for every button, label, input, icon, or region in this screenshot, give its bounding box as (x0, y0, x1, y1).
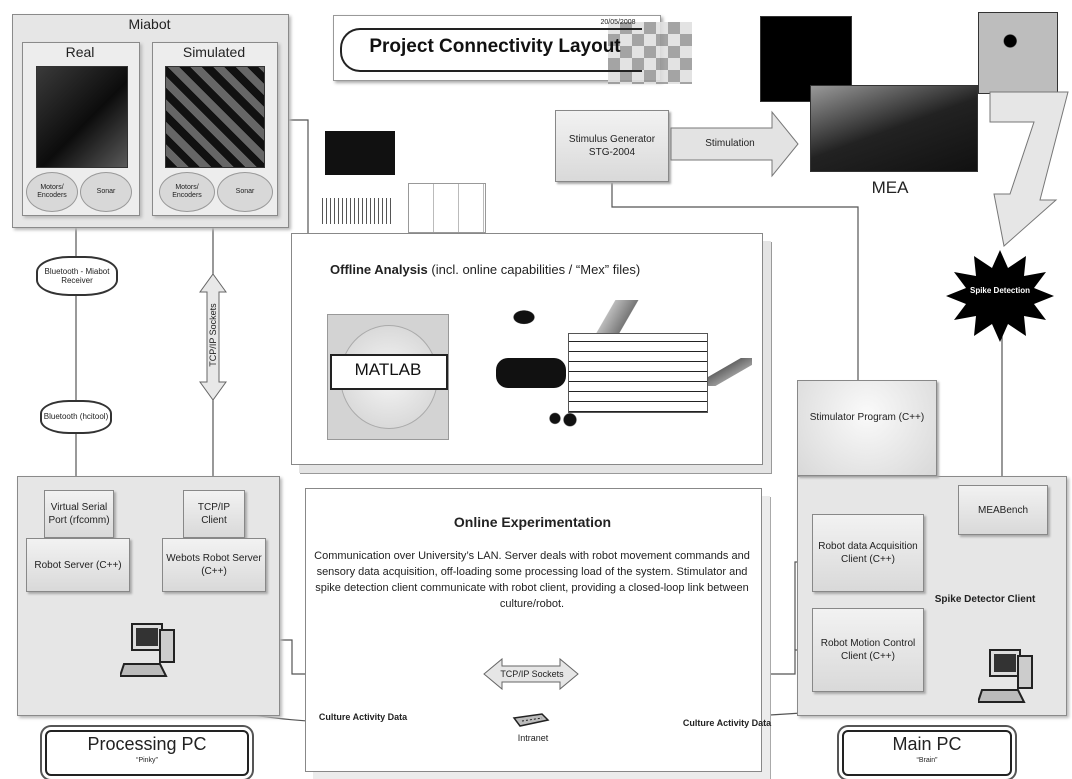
miabot-real-label: Real (65, 44, 95, 60)
matlab-label-box (330, 354, 448, 390)
culture-activity-right-label: Culture Activity Data (682, 718, 772, 728)
tcp-client-box: TCP/IP Client (183, 490, 245, 538)
header-date: 20/05/2008 (600, 19, 636, 26)
processing-pc-title: Processing PC (87, 734, 207, 754)
culture-activity-left-label: Culture Activity Data (318, 712, 408, 722)
raster-plot (568, 333, 708, 413)
processing-pc-subtitle: “Pinky” (136, 757, 158, 764)
title-pill (340, 28, 642, 72)
dark-signal-plot (496, 358, 566, 388)
processing-pc-title-frame (45, 730, 249, 776)
meabench-box: MEABench (958, 485, 1048, 535)
bluetooth-receiver-cloud: Bluetooth - Miabot Receiver (36, 256, 118, 296)
miabot-sim-label: Simulated (182, 44, 246, 60)
sim-motors-bubble: Motors/ Encoders (159, 172, 215, 212)
plots-thumbnail (408, 183, 486, 233)
mea-label: MEA (871, 178, 909, 197)
offline-analysis-title: Offline Analysis (incl. online capabilit… (330, 262, 760, 277)
main-pc-title: Main PC (892, 734, 962, 754)
real-motors-bubble: Motors/ Encoders (26, 172, 78, 212)
stimulation-label: Stimulation (705, 138, 755, 149)
line-stimulus-stimulator (611, 183, 859, 380)
robot-motion-client-box: Robot Motion Control Client (C++) (812, 608, 924, 692)
main-pc-subtitle: “Brain” (916, 757, 938, 764)
mea-electrode-photo (978, 12, 1058, 94)
intranet-hub-icon (512, 712, 550, 730)
raster-thumbnail (322, 198, 394, 224)
mea-rig-photo (810, 85, 978, 172)
matlab-label: MATLAB (354, 360, 422, 379)
processing-computer-icon (120, 622, 178, 682)
miabot-title: Miabot (128, 16, 171, 32)
online-title: Online Experimentation (453, 514, 612, 530)
surface-plot (592, 300, 648, 336)
real-sonar-bubble: Sonar (80, 172, 132, 212)
sim-robot-photo (165, 66, 265, 168)
intranet-label: Intranet (517, 733, 549, 743)
offline-title-rest: (incl. online capabilities / “Mex” files… (427, 262, 641, 277)
main-computer-icon (978, 648, 1036, 708)
spike-detector-client-label: Spike Detector Client (934, 594, 1036, 605)
sim-sonar-bubble: Sonar (217, 172, 273, 212)
webots-server-box: Webots Robot Server (C++) (162, 538, 266, 592)
tcp-sockets-horizontal-label: TCP/IP Sockets (500, 669, 564, 679)
bluetooth-hcitool-cloud: Bluetooth (hcitool) (40, 400, 112, 434)
offline-title-bold: Offline Analysis (330, 262, 428, 277)
online-body: Communication over University’s LAN. Ser… (314, 550, 750, 610)
3d-plot (708, 358, 752, 386)
stimulator-program-box: Stimulator Program (C++) (797, 380, 937, 476)
signal-thumbnail (325, 131, 395, 175)
stimulus-generator-box: Stimulus Generator STG-2004 (555, 110, 669, 182)
online-panel (305, 488, 762, 772)
page-title: Project Connectivity Layout (369, 36, 621, 57)
scatter-plot (540, 403, 590, 431)
virtual-serial-port-box: Virtual Serial Port (rfcomm) (44, 490, 114, 538)
robot-data-client-box: Robot data Acquisition Client (C++) (812, 514, 924, 592)
robot-server-box: Robot Server (C++) (26, 538, 130, 592)
spike-detection-label: Spike Detection (969, 286, 1030, 295)
main-pc-title-frame (842, 730, 1012, 776)
real-robot-photo (36, 66, 128, 168)
waveform-plot (498, 306, 550, 334)
